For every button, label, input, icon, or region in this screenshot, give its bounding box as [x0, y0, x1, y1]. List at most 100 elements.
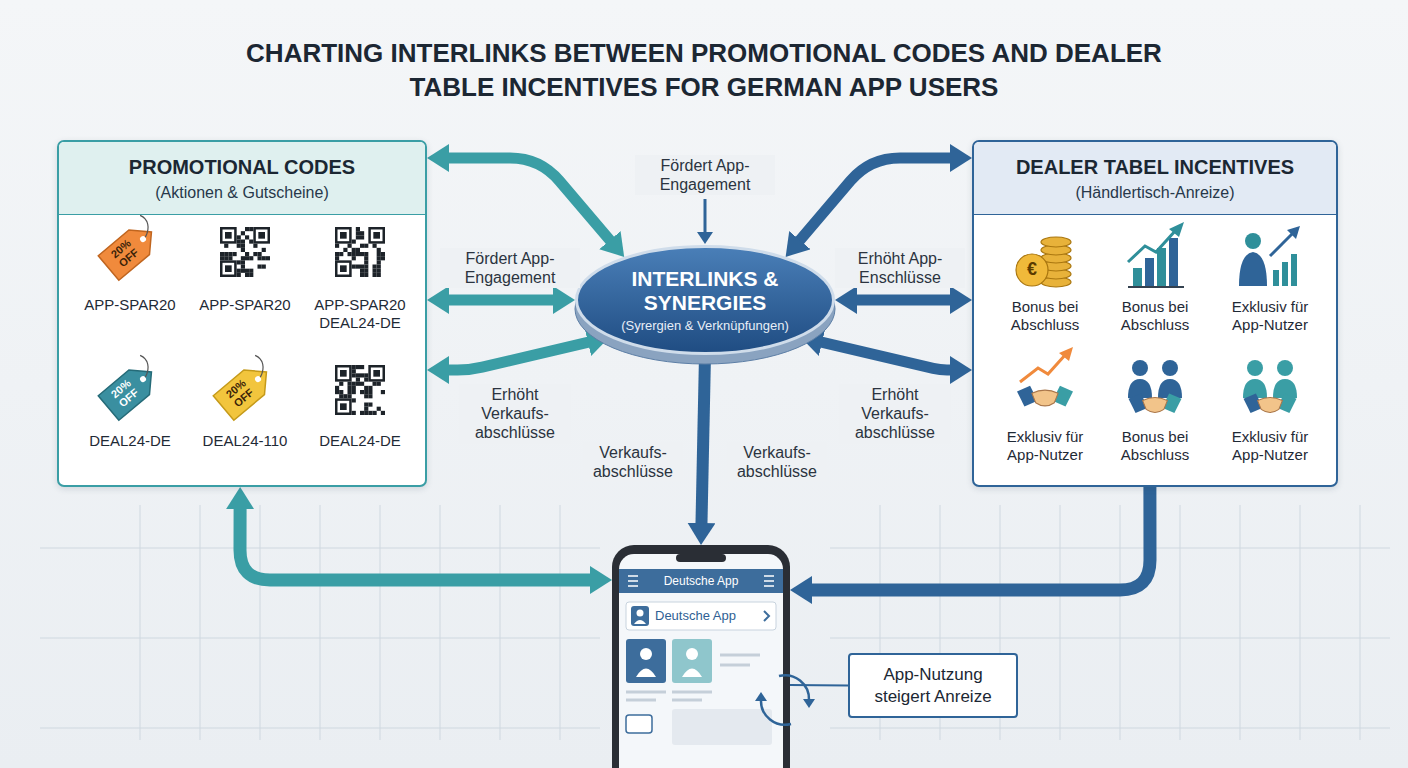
qr-module: [377, 269, 381, 273]
trend-line: [1128, 230, 1176, 262]
qr-module: [224, 256, 228, 260]
qr-module: [364, 411, 368, 415]
coin: [1041, 269, 1071, 279]
qr-module: [348, 386, 352, 390]
qr-module: [253, 244, 257, 248]
qr-module: [249, 240, 253, 244]
diagram-title: CHARTING INTERLINKS BETWEEN PROMOTIONAL …: [244, 36, 1164, 105]
qr-module: [352, 256, 356, 260]
ellipse-subheading: (Syrergien & Verknüpfungen): [621, 318, 789, 333]
tile: [626, 715, 652, 733]
qr-finder: [335, 260, 352, 277]
qr-module: [352, 382, 356, 386]
qr-module: [228, 252, 232, 256]
qr-module: [360, 411, 364, 415]
qr-module: [360, 390, 364, 394]
qr-module: [241, 256, 245, 260]
qr-finder: [340, 370, 347, 377]
tile: [672, 709, 772, 745]
qr-module: [241, 260, 245, 264]
qr-module: [237, 235, 241, 239]
coin: [1041, 253, 1071, 263]
price-tag: [96, 354, 165, 420]
tag-body: [98, 360, 161, 421]
qr-module: [373, 411, 377, 415]
avatar-head: [637, 610, 644, 617]
person-body: [1273, 379, 1297, 398]
qr-finder: [368, 365, 385, 382]
qr-finder: [225, 265, 232, 272]
handshake-growth: [1017, 347, 1073, 406]
qr-finder: [223, 230, 235, 242]
connector-arrow: [853, 295, 954, 306]
qr-module: [377, 260, 381, 264]
tag-string: [132, 354, 154, 377]
qr-module: [381, 256, 385, 260]
qr-module: [373, 382, 377, 386]
qr-module: [352, 248, 356, 252]
qr-module: [377, 273, 381, 277]
trend-line: [1270, 232, 1294, 256]
connector-label: Verkaufs- abschlüsse: [583, 442, 683, 482]
coin: [1041, 237, 1071, 247]
qr-module: [343, 248, 347, 252]
engagement-arrow-shaft: [704, 199, 707, 234]
qr-module: [335, 386, 339, 390]
phone-screen: [619, 554, 783, 768]
connector-label: Erhöht App-Enschlüsse: [835, 248, 965, 288]
qr-module: [262, 248, 266, 252]
qr-module: [258, 252, 262, 256]
qr-module: [352, 265, 356, 269]
qr-module: [364, 386, 368, 390]
qr-ground: [335, 365, 385, 415]
qr-module: [339, 382, 343, 386]
qr-module: [377, 252, 381, 256]
connector-arrow: [445, 341, 592, 370]
qr-module: [245, 235, 249, 239]
qr-module: [381, 411, 385, 415]
qr-module: [368, 394, 372, 398]
qr-module: [356, 265, 360, 269]
qr-module: [348, 390, 352, 394]
qr-finder: [368, 227, 385, 244]
qr-module: [245, 269, 249, 273]
qr-finder: [220, 227, 237, 244]
chevron: [764, 611, 769, 621]
qr-module: [368, 411, 372, 415]
qr-module: [352, 369, 356, 373]
person-body: [1239, 252, 1267, 286]
connector-label: Erhöht Verkaufs- abschlüsse: [459, 384, 571, 444]
qr-module: [339, 390, 343, 394]
growth-head: [1059, 347, 1073, 361]
connector-arrow: [790, 684, 848, 687]
qr-module: [352, 373, 356, 377]
qr-module: [364, 407, 368, 411]
qr-module: [237, 269, 241, 273]
price-tag: [211, 354, 280, 420]
qr-module: [249, 273, 253, 277]
qr-module: [360, 235, 364, 239]
phone: Deutsche AppDeutsche App: [612, 545, 790, 768]
qr-module: [352, 252, 356, 256]
qr-module: [352, 240, 356, 244]
qr-code: [335, 227, 385, 277]
qr-module: [262, 256, 266, 260]
qr-module: [249, 256, 253, 260]
qr-module: [364, 390, 368, 394]
grid-left: [40, 505, 600, 740]
qr-module: [228, 256, 232, 260]
qr-module: [237, 240, 241, 244]
cycle-head: [803, 699, 815, 708]
qr-module: [348, 244, 352, 248]
person-body: [1158, 379, 1182, 398]
qr-module: [356, 231, 360, 235]
bar: [1157, 248, 1166, 286]
qr-module: [364, 265, 368, 269]
qr-module: [249, 269, 253, 273]
qr-module: [356, 235, 360, 239]
coin-stack: [1016, 237, 1071, 287]
connector-label: Fördert App-Engagement: [440, 248, 580, 288]
tag-hole: [139, 375, 147, 383]
qr-module: [245, 227, 249, 231]
tile-body: [682, 669, 702, 678]
